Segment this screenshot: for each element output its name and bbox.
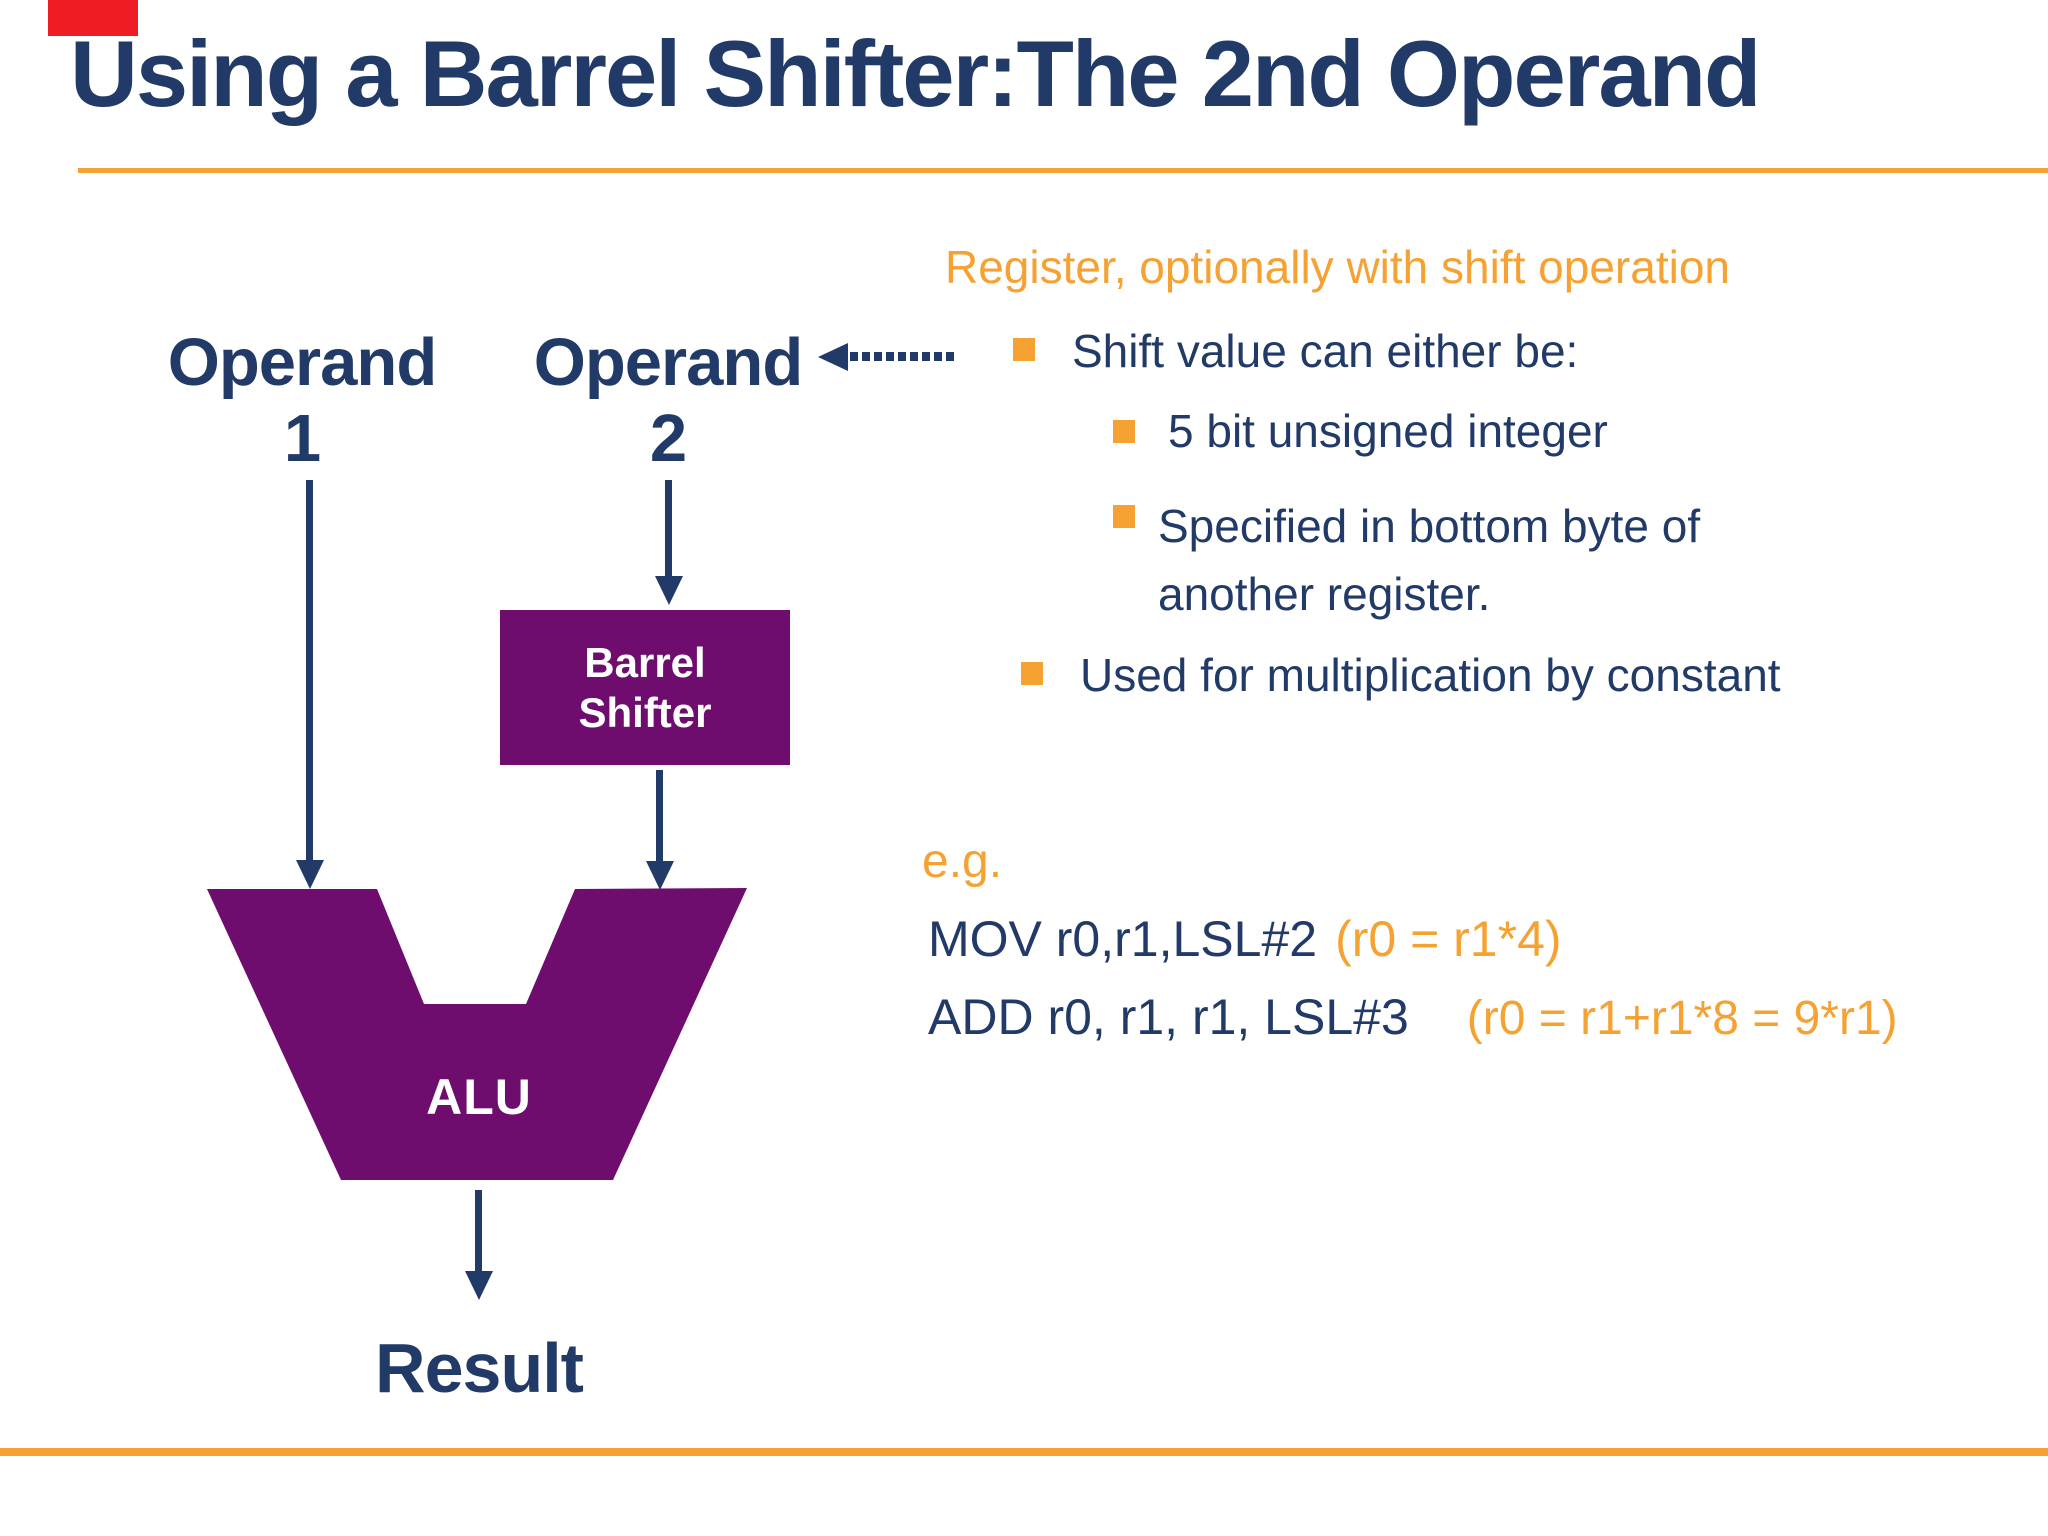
example-annotation: (r0 = r1*4)	[1335, 911, 1562, 967]
bullet-item: Specified in bottom byte of another regi…	[1158, 500, 1701, 621]
operand2-arrow-shaft	[665, 480, 672, 576]
shifter-to-alu-arrowhead-icon	[646, 861, 674, 890]
example-line-add: ADD r0, r1, r1, LSL#3 (r0 = r1+r1*8 = 9*r…	[928, 992, 1898, 1043]
alu-funnel-polygon	[207, 888, 747, 1180]
dotted-arrow-line	[850, 352, 958, 361]
bullet-item: Used for multiplication by constant	[1080, 649, 1781, 701]
red-corner-mark	[48, 0, 138, 36]
operand1-arrow-shaft	[306, 480, 313, 860]
barrel-shifter-label-line2: Shifter	[578, 688, 712, 736]
operand2-arrowhead-icon	[655, 576, 683, 605]
bullet-square-icon	[1013, 338, 1035, 361]
slide-title: Using a Barrel Shifter:The 2nd Operand	[70, 21, 1761, 126]
result-label: Result	[375, 1329, 584, 1407]
operand1-number: 1	[283, 401, 321, 477]
example-line-mov: MOV r0,r1,LSL#2 (r0 = r1*4)	[928, 914, 1562, 964]
shifter-to-alu-arrow-shaft	[656, 770, 663, 862]
alu-label: ALU	[426, 1069, 532, 1125]
barrel-shifter-label-line1: Barrel	[584, 638, 706, 686]
footer-rule	[0, 1448, 2048, 1456]
bullet-item: 5 bit unsigned integer	[1168, 405, 1608, 457]
example-label: e.g.	[922, 835, 1003, 888]
operand2-label: Operand 2	[478, 325, 858, 478]
example-code: ADD r0, r1, r1, LSL#3	[928, 989, 1409, 1045]
bullet-square-icon	[1113, 420, 1135, 443]
dotted-arrowhead-icon	[818, 343, 848, 371]
example-code: MOV r0,r1,LSL#2	[928, 911, 1318, 967]
alu-funnel-shape	[200, 884, 755, 1184]
operand1-word: Operand	[167, 325, 438, 400]
operand2-word: Operand	[533, 325, 804, 400]
operand1-label: Operand 1	[112, 325, 492, 478]
operand2-number: 2	[649, 401, 687, 477]
alu-to-result-arrow-shaft	[475, 1190, 482, 1272]
barrel-shifter-box: Barrel Shifter	[500, 610, 790, 765]
title-underline	[78, 168, 2048, 173]
alu-to-result-arrowhead-icon	[465, 1271, 493, 1300]
example-annotation: (r0 = r1+r1*8 = 9*r1)	[1466, 992, 1898, 1045]
bullet-square-icon	[1021, 662, 1043, 685]
operand1-arrowhead-icon	[296, 860, 324, 889]
notes-heading: Register, optionally with shift operatio…	[945, 241, 1730, 293]
bullet-item: Shift value can either be:	[1072, 325, 1579, 377]
bullet-square-icon	[1113, 505, 1135, 528]
